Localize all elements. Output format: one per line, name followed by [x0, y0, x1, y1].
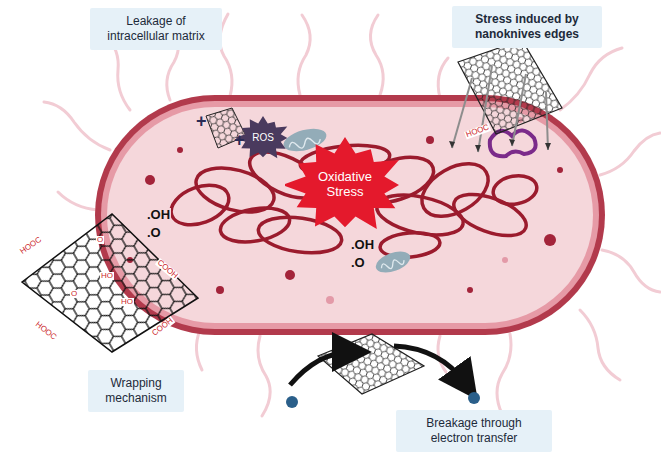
- chemical-group: COOH: [150, 316, 176, 339]
- organelles: [281, 125, 535, 277]
- chemical-group: HO: [120, 298, 134, 306]
- stress-star: Oxidative Stress: [285, 137, 405, 233]
- electron: [286, 396, 298, 408]
- nanoknife-tips: [449, 139, 551, 152]
- chemical-group: COOH: [155, 258, 180, 281]
- callout-box: Stress induced by nanoknives edges: [452, 6, 602, 48]
- chemical-group: HOOC: [464, 123, 491, 140]
- chemical-group: O: [96, 236, 104, 244]
- callout-box: Wrapping mechanism: [88, 370, 184, 412]
- transfer-arrow: [394, 346, 466, 384]
- transfer-arrow: [290, 352, 352, 385]
- chemical-group: HOOC: [18, 235, 44, 257]
- flagella: [44, 14, 660, 416]
- chemical-group: HO: [100, 272, 114, 280]
- label: .OH: [350, 238, 375, 252]
- callout-text: Wrapping mechanism: [96, 376, 176, 406]
- star-outline: [285, 137, 399, 229]
- graphene-sheet: [22, 214, 198, 352]
- callout-box: Leakage of intracellular matrix: [90, 8, 222, 50]
- label: .O: [350, 256, 366, 270]
- callout-text: Stress induced by nanoknives edges: [460, 12, 594, 42]
- label: .O: [146, 226, 162, 240]
- label: +: [234, 131, 245, 150]
- star-outline: [236, 116, 287, 158]
- chemical-group: O: [70, 290, 78, 298]
- chemical-group: HOOC: [33, 320, 59, 343]
- granules: [127, 117, 563, 304]
- label: +: [196, 112, 207, 131]
- callout-text: Breakage through electron transfer: [404, 416, 544, 446]
- nanoknife-edges: [452, 66, 548, 152]
- star-text: ROS: [248, 132, 278, 144]
- callout-text: Leakage of intracellular matrix: [98, 14, 214, 44]
- callout-box: Breakage through electron transfer: [396, 410, 552, 452]
- star-text: Oxidative Stress: [309, 170, 381, 200]
- label: .OH: [146, 208, 171, 222]
- electron: [468, 392, 480, 404]
- graphene-flake: [318, 334, 424, 394]
